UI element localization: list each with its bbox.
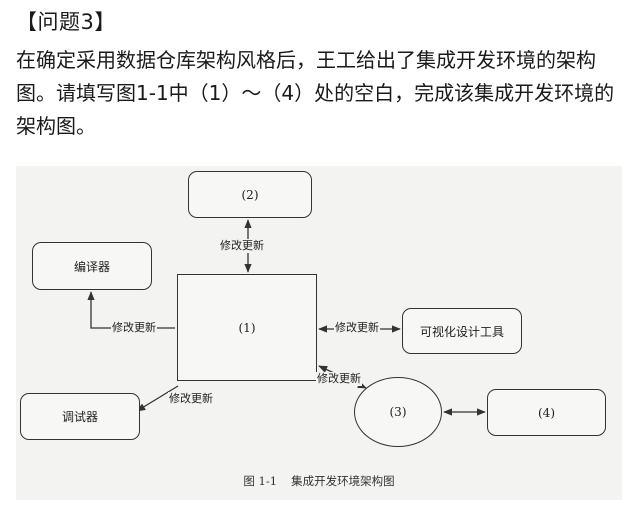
node-visual-design-tool: 可视化设计工具 <box>402 308 522 354</box>
architecture-diagram: (2) 编译器 (1) 可视化设计工具 调试器 (3) (4) 修改更新 修改更… <box>16 166 622 500</box>
question-text: 在确定采用数据仓库架构风格后，王工给出了集成开发环境的架构图。请填写图1-1中（… <box>16 48 615 138</box>
caption-number: 图 1-1 <box>243 474 278 488</box>
edge-label-blank2: 修改更新 <box>219 239 265 253</box>
node-blank-2: (2) <box>188 171 312 218</box>
figure-caption: 图 1-1 集成开发环境架构图 <box>16 473 622 489</box>
edge-label-visual-tool: 修改更新 <box>334 321 380 335</box>
node-blank-3: (3) <box>354 377 442 447</box>
edge-label-blank3: 修改更新 <box>316 372 362 386</box>
node-blank-4: (4) <box>487 389 606 436</box>
edge-center-to-debugger <box>136 385 179 412</box>
diagram-connectors <box>87 219 486 416</box>
node-compiler: 编译器 <box>32 242 152 290</box>
question-heading: 【问题3】 <box>16 10 116 34</box>
edge-label-compiler: 修改更新 <box>111 321 157 335</box>
caption-title: 集成开发环境架构图 <box>291 474 395 488</box>
node-debugger: 调试器 <box>20 393 140 440</box>
edge-label-debugger: 修改更新 <box>168 392 214 406</box>
node-blank-1: (1) <box>177 274 317 381</box>
